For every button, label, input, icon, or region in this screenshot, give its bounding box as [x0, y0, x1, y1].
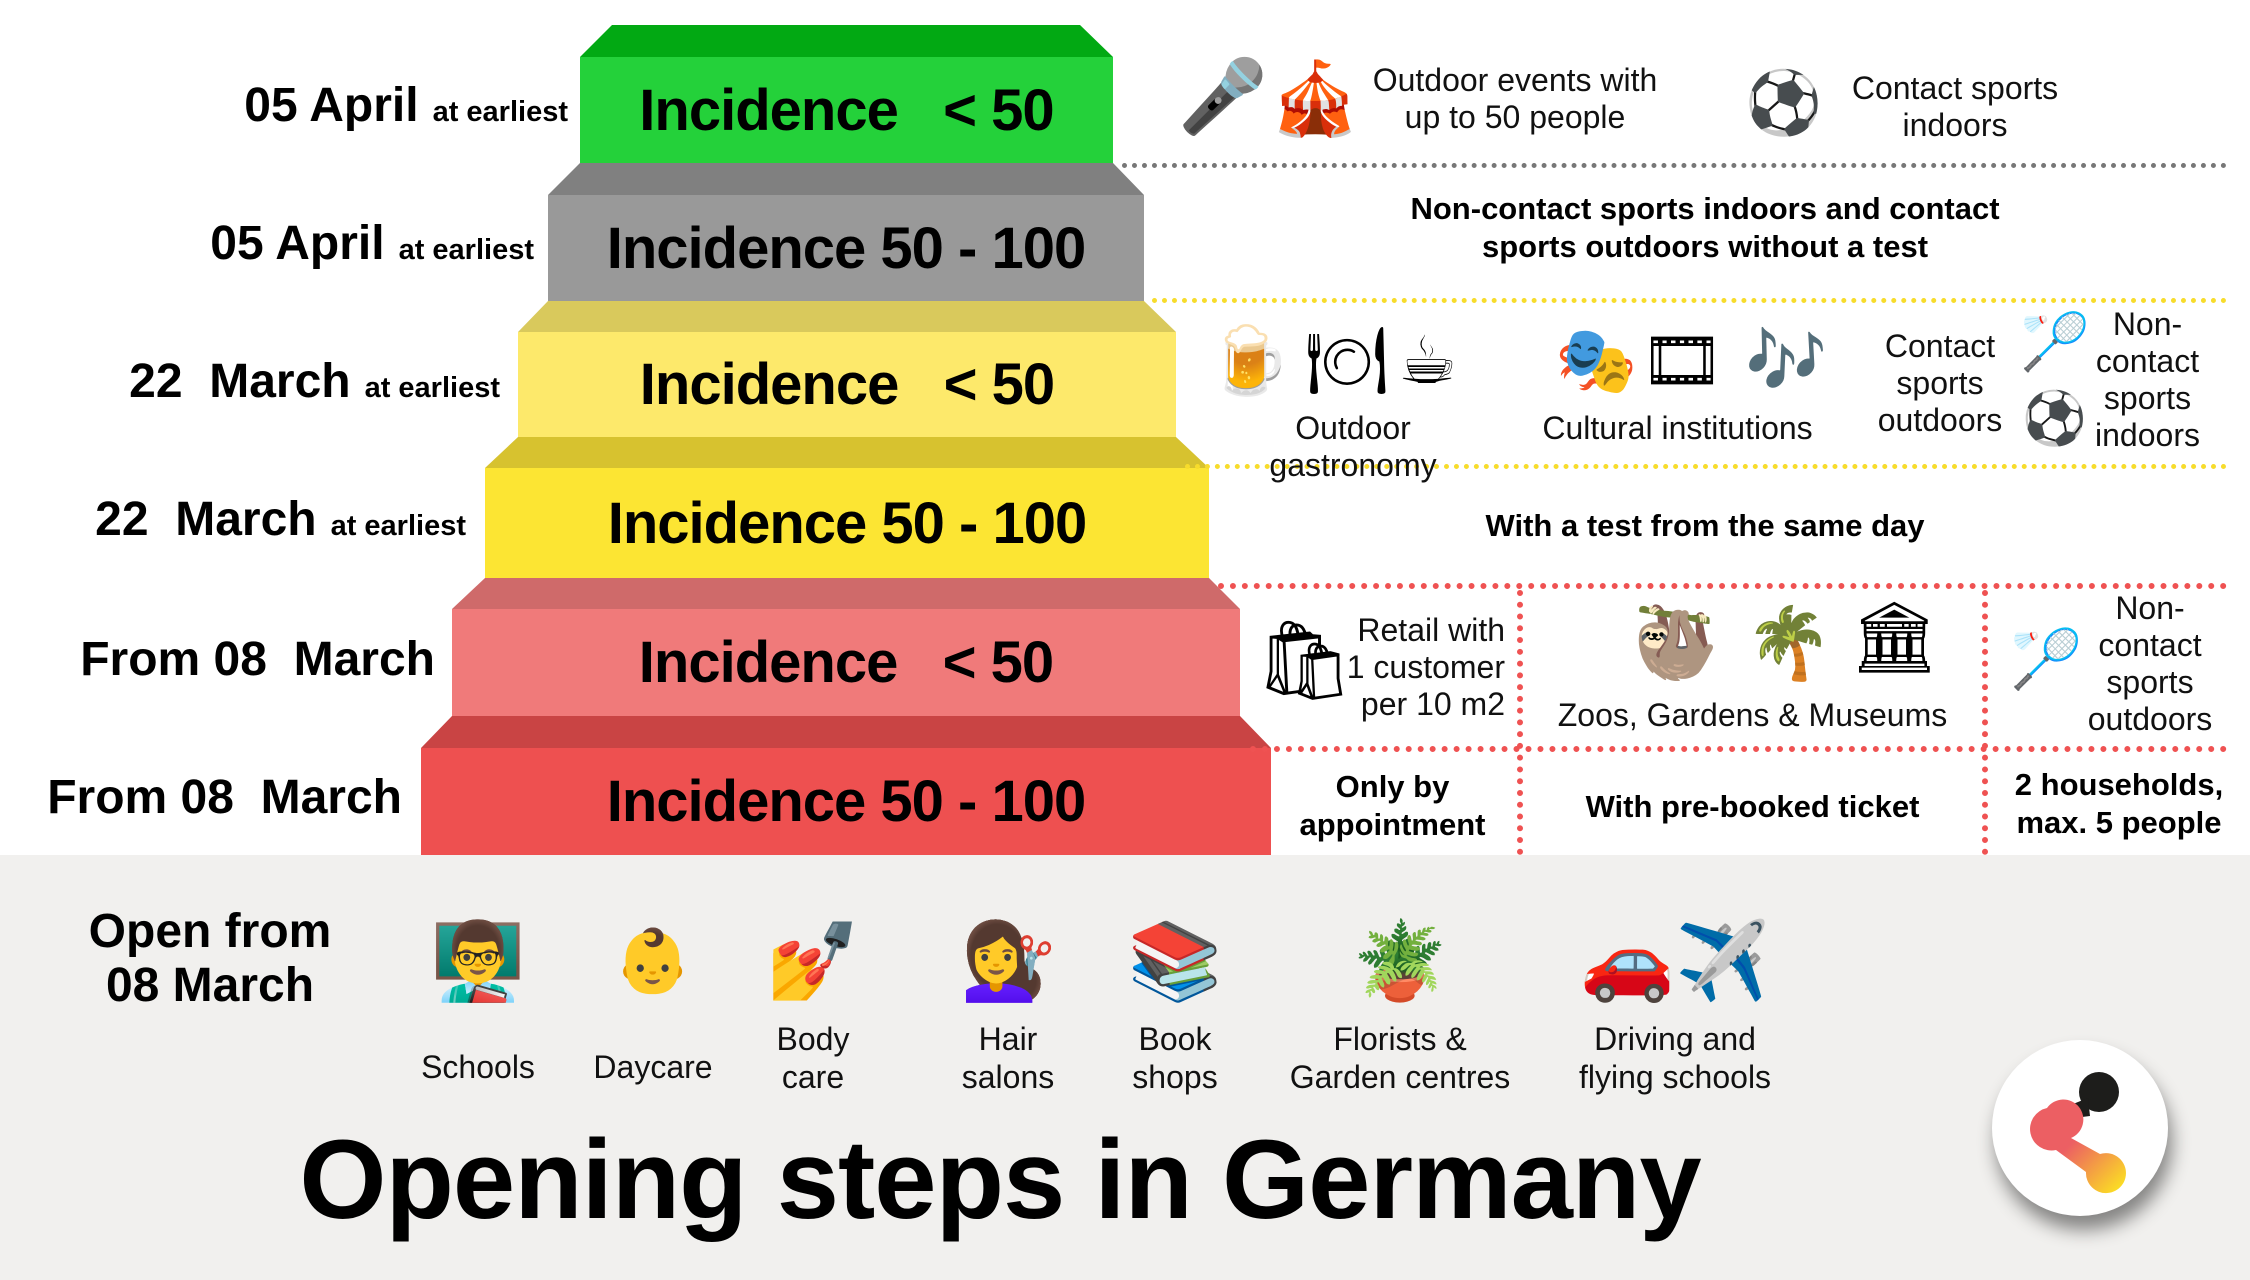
cultural-institutions-label: Cultural institutions: [1542, 410, 1813, 446]
retail-condition: Only by appointment: [1299, 769, 1486, 842]
contact-sports-indoors-label: Contact sports indoors: [1851, 70, 2059, 143]
non-contact-sports-indoors-label: Non- contact sports indoors: [2095, 306, 2200, 453]
zoos-condition: With pre-booked ticket: [1585, 789, 1920, 824]
step-3-incidence: Incidence < 50: [518, 332, 1176, 437]
date-text: 05 April: [210, 217, 385, 270]
open-item-body-care: 💅 Body care: [733, 912, 893, 1096]
item-label: Driving and flying schools: [1578, 1021, 1772, 1095]
date-qualifier: at earliest: [364, 372, 500, 404]
step-2-incidence: Incidence 50 - 100: [548, 195, 1144, 301]
badminton-icon: 🏸: [2010, 625, 2083, 693]
step-5-incidence: Incidence < 50: [452, 609, 1240, 716]
car-plane-icon: 🚗✈️: [1580, 919, 1770, 1004]
sports-condition: 2 households, max. 5 people: [2014, 767, 2224, 840]
zoos-gardens-museums-label: Zoos, Gardens & Museums: [1557, 697, 1948, 733]
teacher-icon: 👨‍🏫: [430, 919, 526, 1004]
gray-dotted-separator: [1122, 163, 2227, 168]
badminton-icon: 🏸: [2020, 310, 2090, 375]
open-from-heading: Open from 08 March: [88, 905, 332, 1012]
april-row2-condition: Non-contact sports indoors and contact s…: [1410, 191, 2000, 264]
brand-logo: [1992, 1040, 2168, 1216]
item-label: Daycare: [593, 1049, 713, 1085]
step-4-date: 22 March at earliest: [95, 492, 466, 547]
open-item-hair-salons: 💇‍♀️ Hair salons: [928, 912, 1088, 1096]
item-label: Body care: [776, 1021, 850, 1095]
soccer-ball-icon: ⚽: [1745, 66, 1823, 139]
red-dotted-divider-2: [1982, 590, 1988, 855]
open-item-book-shops: 📚 Book shops: [1095, 912, 1255, 1096]
step-1-incidence: Incidence < 50: [580, 57, 1113, 163]
music-notes-icon: 🎶: [1745, 322, 1828, 399]
shopping-bags-icon: 🛍: [1255, 616, 1355, 706]
date-text: From 08 March: [47, 771, 402, 824]
step-1-top: [580, 25, 1113, 57]
step-4-incidence: Incidence 50 - 100: [485, 468, 1209, 578]
item-label: Book shops: [1132, 1021, 1218, 1095]
item-label: Schools: [421, 1049, 535, 1085]
circus-tent-icon: 🎪: [1270, 56, 1360, 140]
staircase-graphic: [421, 25, 1271, 748]
march22-row2-condition: With a test from the same day: [1485, 508, 1925, 543]
open-item-daycare: 👶 Daycare: [573, 912, 733, 1086]
hot-beverage-icon: ☕: [1398, 322, 1458, 399]
non-contact-sports-outdoors-label: Non- contact sports outdoors: [2087, 590, 2213, 737]
page-title: Opening steps in Germany: [299, 1117, 1701, 1242]
yellow-dotted-separator-top: [1152, 298, 2227, 303]
step-5-top: [452, 578, 1240, 609]
microphone-icon: 🎤: [1178, 54, 1268, 138]
step-4-top: [485, 437, 1209, 468]
date-text: 22 March: [95, 493, 317, 546]
nail-polish-icon: 💅: [765, 919, 861, 1004]
logo-icon: [2030, 1072, 2126, 1194]
open-from-panel: [0, 855, 2250, 1280]
performing-arts-icon: 🎭: [1555, 322, 1638, 399]
red-dotted-separator-middle: [1250, 746, 2227, 752]
date-qualifier: at earliest: [398, 234, 534, 266]
open-item-florists: 🪴 Florists & Garden centres: [1270, 912, 1530, 1096]
beer-mug-icon: 🍺: [1208, 322, 1291, 399]
step-6-top: [421, 716, 1271, 748]
open-item-driving-flying-schools: 🚗✈️ Driving and flying schools: [1545, 912, 1805, 1096]
film-strip-icon: 🎞: [1640, 322, 1724, 399]
date-text: 05 April: [244, 79, 419, 132]
contact-sports-outdoors-label: Contact sports outdoors: [1877, 328, 2003, 438]
baby-icon: 👶: [614, 927, 692, 996]
date-text: 22 March: [129, 355, 351, 408]
step-2-date: 05 April at earliest: [210, 216, 534, 271]
date-qualifier: at earliest: [432, 96, 568, 128]
date-qualifier: at earliest: [330, 510, 466, 542]
books-icon: 📚: [1127, 919, 1223, 1004]
potted-plant-icon: 🪴: [1352, 919, 1448, 1004]
step-2-top: [548, 163, 1144, 195]
item-label: Florists & Garden centres: [1289, 1021, 1511, 1095]
sloth-icon: 🦥: [1632, 602, 1720, 684]
step-3-top: [518, 301, 1176, 332]
retail-label: Retail with 1 customer per 10 m2: [1346, 612, 1505, 722]
haircut-icon: 💇‍♀️: [960, 919, 1056, 1004]
plate-cutlery-icon: 🍽: [1305, 322, 1389, 399]
open-item-schools: 👨‍🏫 Schools: [398, 912, 558, 1086]
soccer-ball-icon: ⚽: [2022, 389, 2087, 449]
yellow-dotted-separator-bottom: [1185, 464, 2227, 469]
red-dotted-separator-top: [1218, 583, 2227, 589]
date-text: From 08 March: [80, 633, 435, 686]
step-6-incidence: Incidence 50 - 100: [421, 748, 1271, 855]
palm-tree-icon: 🌴: [1745, 602, 1833, 684]
step-6-date: From 08 March: [47, 770, 402, 825]
step-3-date: 22 March at earliest: [129, 354, 500, 409]
outdoor-gastronomy-label: Outdoor gastronomy: [1269, 410, 1437, 483]
item-label: Hair salons: [961, 1021, 1055, 1095]
outdoor-events-label: Outdoor events with up to 50 people: [1372, 62, 1658, 135]
red-dotted-divider-1: [1517, 590, 1523, 855]
step-5-date: From 08 March: [80, 632, 435, 687]
museum-icon: 🏛: [1850, 596, 1939, 678]
step-1-date: 05 April at earliest: [244, 78, 568, 133]
